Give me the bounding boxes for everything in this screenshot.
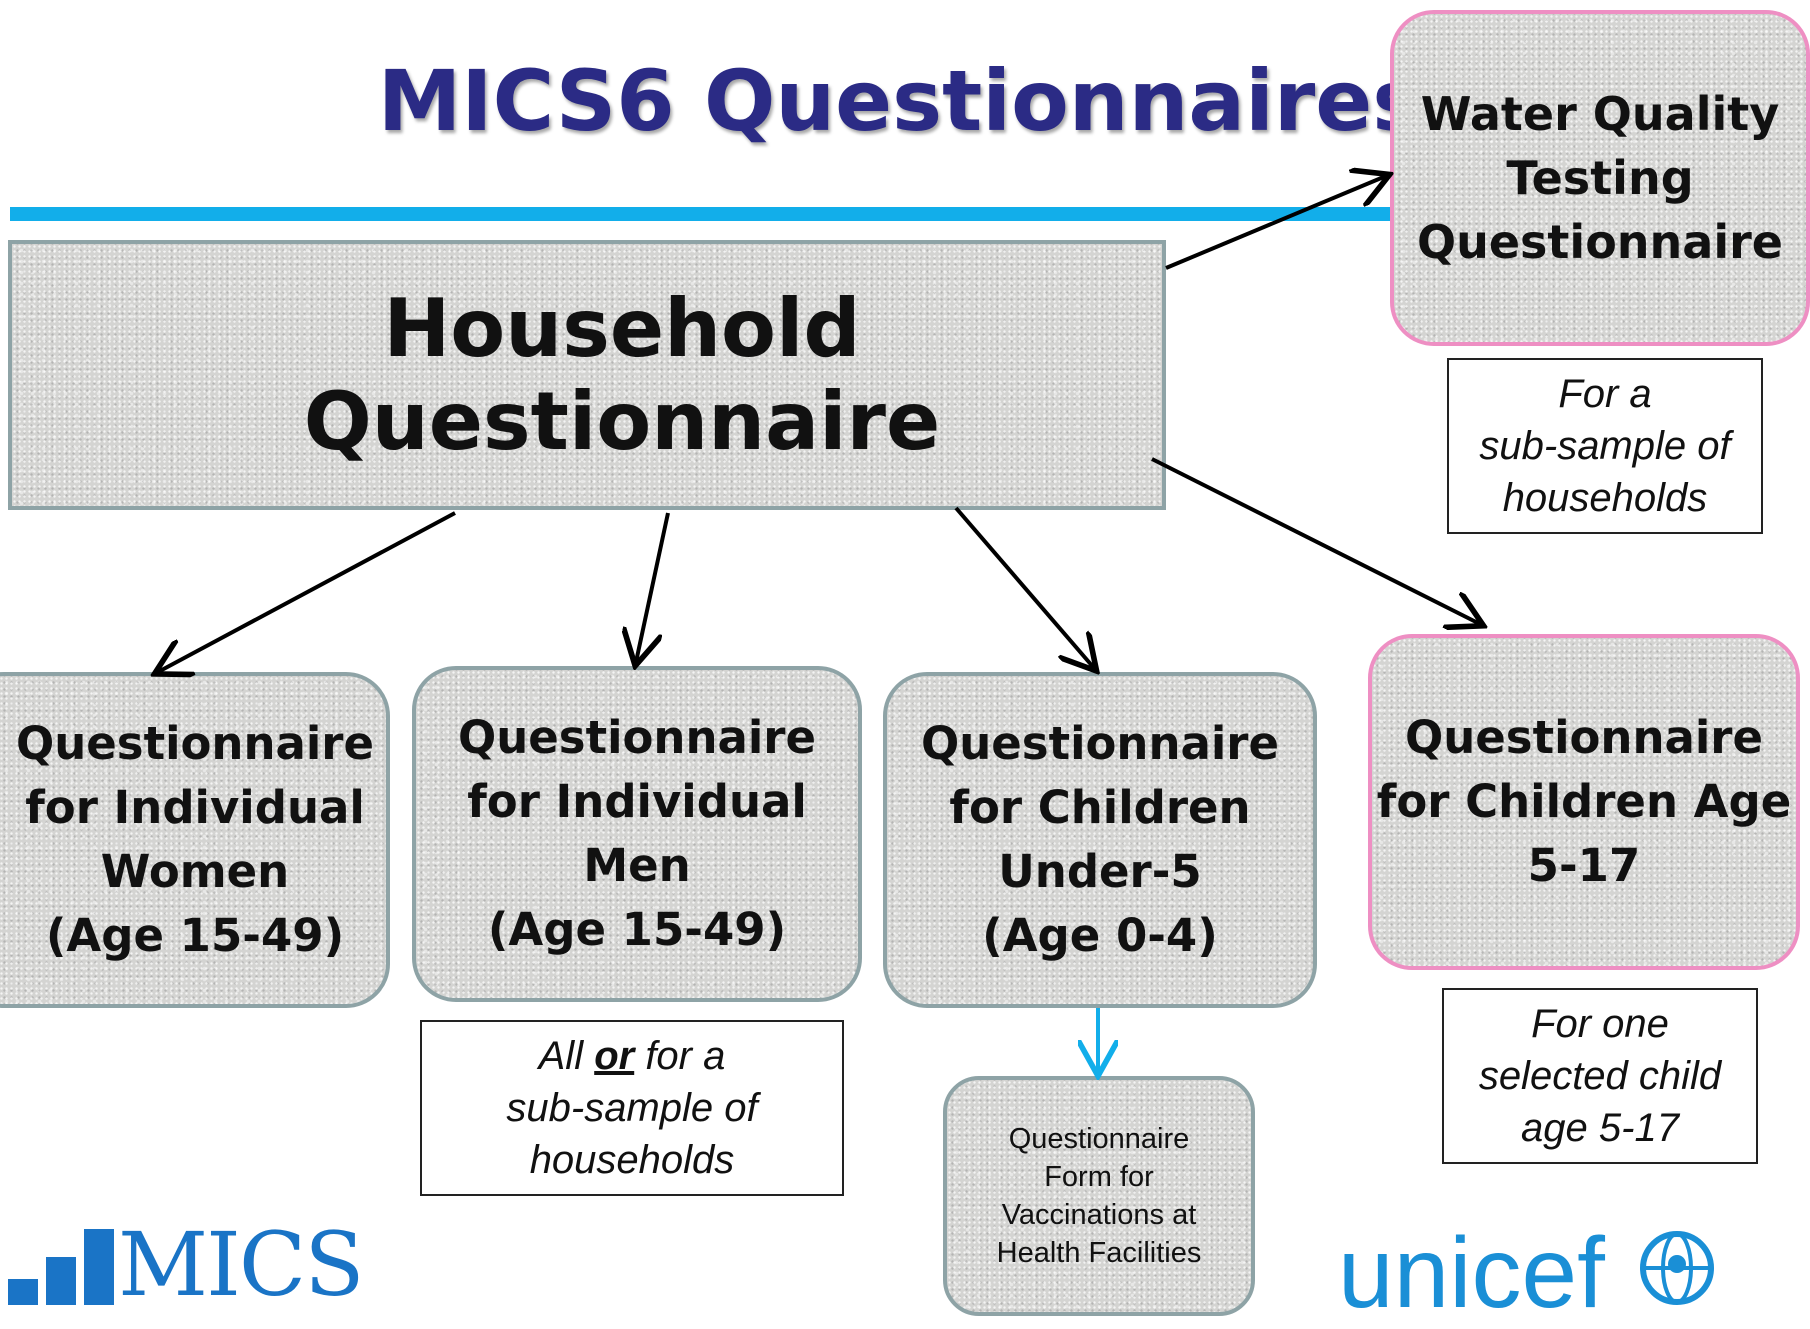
age5-17-line: 5-17 [1527, 839, 1641, 892]
women-line: (Age 15-49) [45, 909, 345, 962]
note-line: selected child [1478, 1054, 1722, 1098]
household-questionnaire-label: Household Questionnaire [303, 282, 941, 468]
men-note-emphasis: or [594, 1034, 635, 1078]
title-underline [10, 207, 1390, 221]
men-note: All or for a sub-sample of households [420, 1020, 844, 1196]
men-questionnaire-box: Questionnaire for Individual Men (Age 15… [412, 666, 862, 1002]
under5-line: Questionnaire [920, 717, 1280, 770]
unicef-emblem-icon [1639, 1231, 1714, 1305]
age5-17-line: for Children Age [1376, 775, 1792, 828]
note-line: households [1502, 476, 1708, 520]
men-note-line3: households [529, 1138, 735, 1182]
vaccination-line: Form for [1044, 1161, 1154, 1193]
mics-logo-bar [46, 1257, 76, 1305]
note-line: For one [1531, 1002, 1669, 1046]
unicef-logo: unicef [1338, 1223, 1717, 1323]
men-line: (Age 15-49) [487, 903, 787, 956]
age5-17-line: Questionnaire [1404, 711, 1763, 764]
water-quality-box: Water Quality Testing Questionnaire [1390, 10, 1810, 346]
vaccination-line: Health Facilities [996, 1237, 1202, 1269]
note-line: For a [1558, 372, 1652, 416]
arrow-to-women [158, 511, 456, 672]
men-note-line1: All or for a [538, 1034, 726, 1078]
household-questionnaire-box: Household Questionnaire [8, 240, 1166, 510]
arrow-to-water-quality [1165, 176, 1386, 270]
vaccination-form-box: Questionnaire Form for Vaccinations at H… [943, 1076, 1255, 1316]
under5-line: (Age 0-4) [982, 909, 1218, 962]
under5-line: Under-5 [998, 845, 1202, 898]
water-quality-line: Testing [1506, 151, 1694, 205]
page-title: MICS6 Questionnaires [377, 52, 1423, 150]
men-note-line2: sub-sample of [506, 1086, 758, 1130]
note-line: sub-sample of [1479, 424, 1731, 468]
note-line: age 5-17 [1521, 1106, 1679, 1150]
women-line: Women [100, 845, 290, 898]
mics-logo-bar [8, 1279, 38, 1305]
men-line: Questionnaire [457, 711, 817, 764]
vaccination-line: Vaccinations at [1001, 1199, 1197, 1231]
unicef-logo-text: unicef [1338, 1217, 1605, 1329]
women-questionnaire-box: Questionnaire for Individual Women (Age … [0, 672, 390, 1008]
water-quality-note: For a sub-sample of households [1447, 358, 1763, 534]
women-line: Questionnaire [15, 717, 375, 770]
women-line: for Individual [25, 781, 365, 834]
mics-logo: MICS [8, 1213, 364, 1316]
water-quality-line: Questionnaire [1417, 215, 1783, 269]
under5-line: for Children [949, 781, 1251, 834]
age5-17-note: For one selected child age 5-17 [1442, 988, 1758, 1164]
vaccination-line: Questionnaire [1008, 1123, 1190, 1155]
under5-questionnaire-box: Questionnaire for Children Under-5 (Age … [883, 672, 1317, 1008]
mics-logo-bar [84, 1229, 114, 1305]
arrow-to-age5-17 [1151, 457, 1480, 624]
water-quality-line: Water Quality [1420, 87, 1780, 141]
arrow-to-men [636, 512, 670, 662]
arrow-to-under5 [954, 506, 1094, 668]
mics-logo-text: MICS [118, 1213, 364, 1316]
men-line: Men [583, 839, 691, 892]
age5-17-questionnaire-box: Questionnaire for Children Age 5-17 [1368, 634, 1800, 970]
men-line: for Individual [467, 775, 807, 828]
